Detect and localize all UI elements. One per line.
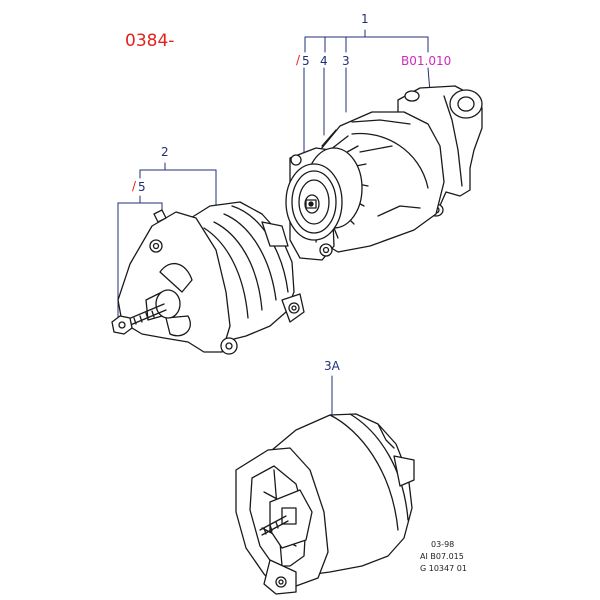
footer-date: 03-98 [431,540,455,549]
strike-mark-1: / [296,53,301,67]
footer-ref: AI B07.015 [420,552,464,561]
callout-item-3: 3 [342,54,350,68]
alternator-3a-drawing [235,413,415,595]
callout-item-4: 4 [320,54,328,68]
callout-item-5-lower: 5 [138,180,146,194]
strike-mark-2: / [132,179,137,193]
callout-group-2: 2 [161,145,169,159]
callout-group-1: 1 [361,12,369,26]
callout-item-5-alt: 5 [302,54,310,68]
callout-ref-b01010: B01.010 [401,54,452,68]
footer-number: G 10347 01 [420,564,467,573]
callout-leaders-group-2 [117,162,217,319]
diagram-code: 0384- [125,31,175,51]
alternator-1-drawing [285,85,483,261]
callout-group-3a: 3A [324,359,340,373]
alternator-2-drawing [111,201,305,355]
